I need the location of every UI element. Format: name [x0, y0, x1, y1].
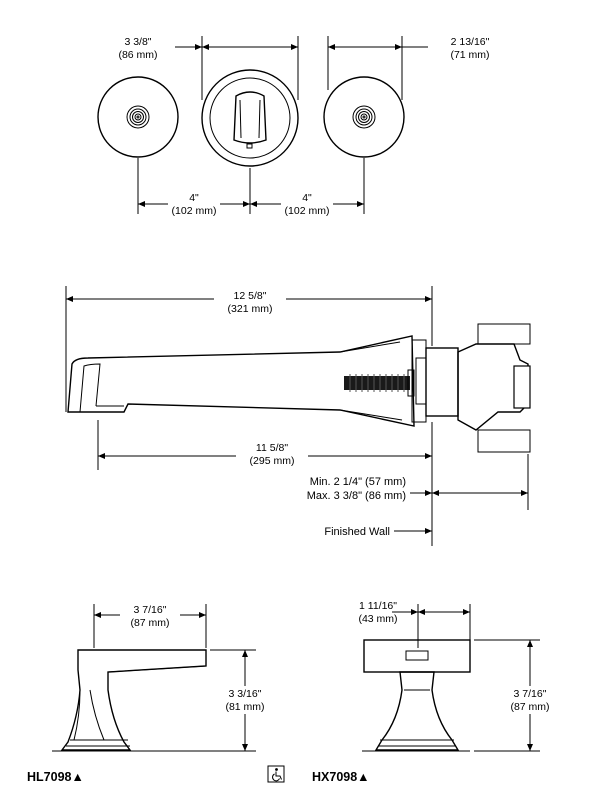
dim-handle-width-metric: (71 mm): [450, 49, 489, 61]
dim-left-spacing-metric: (102 mm): [172, 205, 217, 217]
dim-lever-height-metric: (81 mm): [225, 701, 264, 713]
dimension-handle-width: 2 13/16" (71 mm): [327, 36, 490, 100]
dimension-overall-reach: 12 5/8" (321 mm): [65, 286, 433, 412]
dim-cross-height-metric: (87 mm): [510, 701, 549, 713]
dim-overall-reach-imperial: 12 5/8": [234, 290, 267, 302]
dimension-handle-spacing: 4" (102 mm) 4" (102 mm): [137, 158, 365, 218]
dim-cross-width-metric: (43 mm): [358, 613, 397, 625]
lever-model-label: HL7098▲: [27, 770, 84, 784]
dimension-spout-reach: 11 5/8" (295 mm): [97, 420, 433, 546]
dimension-trim-width: 3 3/8" (86 mm): [118, 36, 299, 100]
dim-lever-width-imperial: 3 7/16": [134, 604, 167, 616]
dim-left-spacing-imperial: 4": [189, 192, 199, 204]
lever-handle-view: 3 7/16" (87 mm) 3 3/16" (81 mm) HL7098▲: [27, 602, 271, 784]
side-view: 12 5/8" (321 mm) 11 5/8" (295 mm) Min. 2…: [65, 286, 531, 546]
dim-lever-width-metric: (87 mm): [130, 617, 169, 629]
wall-valve-body: [457, 323, 531, 453]
dim-wall-max: Max. 3 3/8" (86 mm): [307, 490, 406, 502]
dim-wall-min: Min. 2 1/4" (57 mm): [310, 476, 406, 488]
dimension-lever-height: 3 3/16" (81 mm): [140, 649, 271, 752]
finished-wall-label: Finished Wall: [324, 526, 390, 538]
lever-handle: [52, 649, 207, 752]
spout-body: [67, 335, 459, 427]
right-handle-escutcheon: [323, 76, 405, 158]
dim-spout-reach-imperial: 11 5/8": [256, 442, 288, 454]
dim-overall-reach-metric: (321 mm): [228, 303, 273, 315]
dim-trim-width-imperial: 3 3/8": [124, 36, 151, 48]
dimension-wall-thickness: Min. 2 1/4" (57 mm) Max. 3 3/8" (86 mm): [307, 454, 529, 510]
top-view: 3 3/8" (86 mm) 2 13/16" (71 mm) 4" (102 …: [97, 36, 490, 218]
dim-handle-width-imperial: 2 13/16": [451, 36, 490, 48]
dim-lever-height-imperial: 3 3/16": [229, 688, 262, 700]
left-handle-escutcheon: [97, 76, 179, 158]
dimension-cross-width: 1 11/16" (43 mm): [358, 600, 471, 648]
finished-wall-callout: Finished Wall: [324, 526, 432, 538]
dim-cross-width-imperial: 1 11/16": [359, 600, 397, 612]
dim-right-spacing-imperial: 4": [302, 192, 312, 204]
dim-cross-height-imperial: 3 7/16": [514, 688, 547, 700]
dim-trim-width-metric: (86 mm): [118, 49, 157, 61]
dim-spout-reach-metric: (295 mm): [250, 455, 295, 467]
cross-handle-view: 1 11/16" (43 mm) 3 7/16" (87 mm) HX7098▲: [312, 600, 558, 784]
cross-model-label: HX7098▲: [312, 770, 370, 784]
wheelchair-accessible-icon: [267, 765, 285, 783]
dim-right-spacing-metric: (102 mm): [285, 205, 330, 217]
spout-escutcheon: [201, 69, 299, 167]
dimension-cross-height: 3 7/16" (87 mm): [474, 639, 558, 752]
threaded-rod: [344, 369, 415, 397]
cross-handle: [362, 639, 471, 752]
dimension-lever-width: 3 7/16" (87 mm): [93, 602, 207, 648]
